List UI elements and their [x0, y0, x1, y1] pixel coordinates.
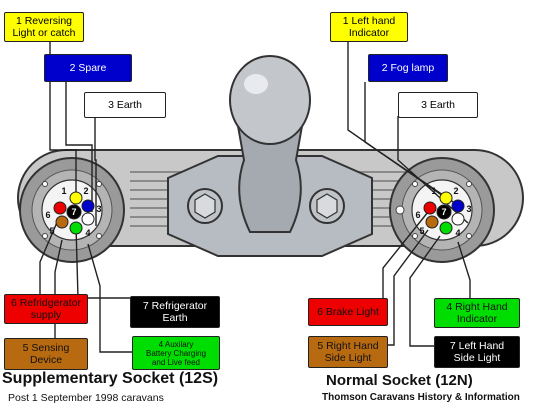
right-socket-title: Normal Socket (12N)	[326, 372, 473, 389]
credit-text: Thomson Caravans History & Information	[322, 392, 520, 403]
label-left-1-reversing: 1 Reversing Light or catch	[4, 12, 84, 42]
left-pin-number-4: 4	[85, 228, 90, 238]
right-pin-number-6: 6	[415, 210, 420, 220]
hitch-nut-right	[316, 193, 338, 219]
left-pin-number-2: 2	[83, 186, 88, 196]
label-left-2-spare: 2 Spare	[44, 54, 132, 82]
right-pin-6	[423, 201, 437, 215]
tow-ball	[229, 55, 311, 145]
label-left-6-refridgerator-supply: 6 Refridgerator supply	[4, 294, 88, 324]
label-right-5-right-hand-side-light: 5 Right Hand Side Light	[308, 336, 388, 368]
left-pin-number-1: 1	[61, 186, 66, 196]
left-pin-number-5: 5	[49, 226, 54, 236]
right-pin-number-3: 3	[466, 204, 471, 214]
right-pin-1	[439, 191, 453, 205]
left-pin-4	[69, 221, 83, 235]
label-right-6-brake-light: 6 Brake Light	[308, 298, 388, 326]
left-pin-5	[55, 215, 69, 229]
label-right-3-earth: 3 Earth	[398, 92, 478, 118]
tow-hitch-neck	[236, 125, 304, 233]
right-pin-number-5: 5	[419, 226, 424, 236]
right-pin-5	[425, 215, 439, 229]
tow-ball-shine	[244, 74, 268, 94]
label-right-2-fog-lamp: 2 Fog lamp	[368, 54, 448, 82]
right-pin-number-4: 4	[455, 228, 460, 238]
right-leader-lines	[347, 42, 471, 347]
right-pin-3	[451, 212, 465, 226]
label-left-7-refrigerator-earth: 7 Refrigerator Earth	[130, 296, 220, 328]
left-pin-number-3: 3	[96, 204, 101, 214]
left-pin-7	[66, 204, 82, 220]
left-pin-6	[53, 201, 67, 215]
right-pin-number-2: 2	[453, 186, 458, 196]
left-pin-2	[81, 199, 95, 213]
right-pin-4	[439, 221, 453, 235]
right-pin-7	[436, 204, 452, 220]
left-pin-number-6: 6	[45, 210, 50, 220]
left-pin-3	[81, 212, 95, 226]
label-right-4-right-hand-indicator: 4 Right Hand Indicator	[434, 298, 520, 328]
hitch-nut-left	[194, 193, 216, 219]
right-pin-number-7: 7	[441, 207, 446, 217]
left-socket-subtitle: Post 1 September 1998 caravans	[8, 392, 164, 404]
label-left-3-earth: 3 Earth	[84, 92, 166, 118]
label-left-5-sensing-device: 5 Sensing Device	[4, 338, 88, 370]
left-pin-1	[69, 191, 83, 205]
right-pin-2	[451, 199, 465, 213]
left-socket-title: Supplementary Socket (12S)	[2, 370, 219, 387]
label-left-4-auxilary-battery: 4 Auxilary Battery Charging and Live fee…	[132, 336, 220, 370]
right-pin-number-1: 1	[431, 186, 436, 196]
left-pin-number-7: 7	[71, 207, 76, 217]
label-right-7-left-hand-side-light: 7 Left Hand Side Light	[434, 336, 520, 368]
label-right-1-left-hand-indicator: 1 Left hand Indicator	[330, 12, 408, 42]
